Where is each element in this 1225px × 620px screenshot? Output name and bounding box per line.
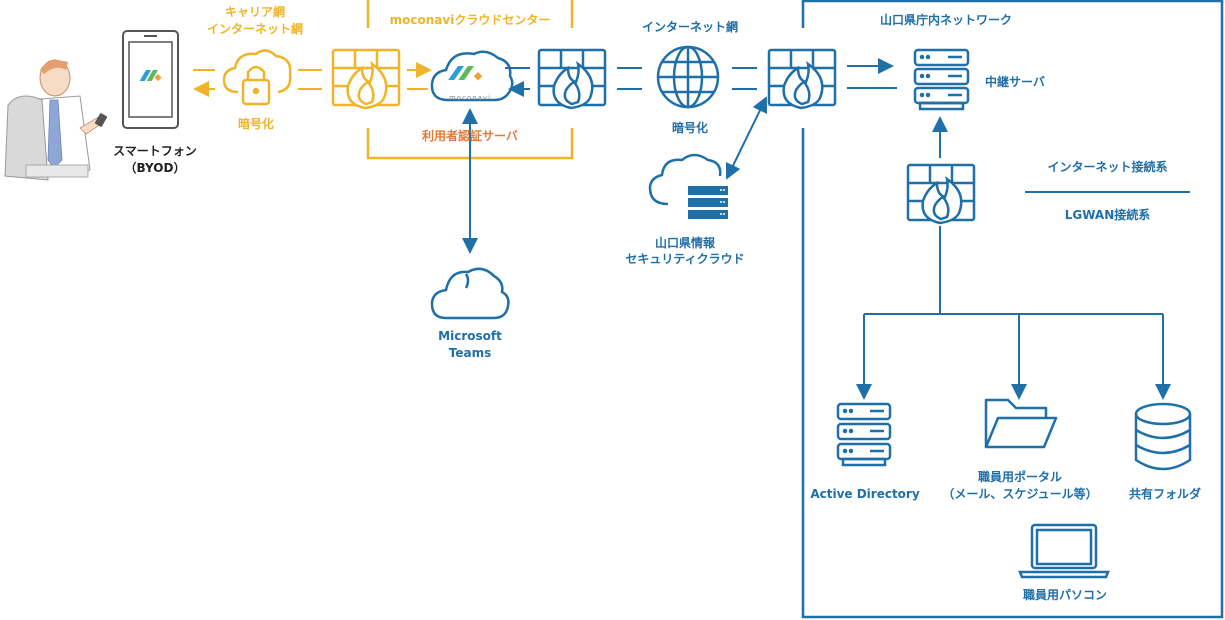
person-illustration: [4, 59, 108, 181]
firewall-icon: [906, 163, 976, 225]
relay-server-label: 中継サーバ: [985, 75, 1045, 89]
staff-pc-label: 職員用パソコン: [1022, 588, 1107, 602]
active-directory-label: Active Directory: [810, 487, 920, 501]
cloud-center-title: moconaviクラウドセンター: [389, 13, 551, 27]
relay-server-icon: [913, 48, 970, 111]
device-sub-label: （BYOD）: [124, 161, 186, 175]
firewall-icon: [767, 48, 837, 110]
security-cloud-label-1: 山口県情報: [654, 236, 715, 250]
database-icon: [1134, 402, 1192, 471]
lgwan-zone-label: LGWAN接続系: [1064, 208, 1151, 222]
prefecture-network-frame: [801, 0, 1224, 619]
carrier-title-1: キャリア網: [224, 5, 285, 19]
internet-zone-label: インターネット接続系: [1047, 160, 1168, 174]
auth-server-label: 利用者認証サーバ: [422, 129, 518, 143]
device-label: スマートフォン: [113, 144, 197, 158]
smartphone-icon: [122, 30, 179, 129]
internet-title: インターネット網: [641, 20, 738, 34]
firewall-icon: [537, 48, 607, 110]
firewall-icon: [331, 48, 401, 110]
folder-icon: [984, 398, 1058, 449]
globe-icon: [656, 45, 720, 109]
prefecture-network-title: 山口県庁内ネットワーク: [880, 13, 1013, 27]
teams-label-1: Microsoft: [438, 329, 502, 343]
security-cloud-label-2: セキュリティクラウド: [625, 252, 745, 266]
carrier-encrypt-label: 暗号化: [237, 117, 274, 131]
carrier-title-2: インターネット網: [206, 22, 303, 36]
teams-label-2: Teams: [448, 346, 492, 360]
shared-folder-label: 共有フォルダ: [1128, 487, 1201, 501]
moconavi-cloud-icon: [430, 50, 514, 102]
portal-label: 職員用ポータル: [977, 470, 1062, 484]
security-cloud-icon: [648, 153, 728, 219]
internet-encrypt-label: 暗号化: [671, 121, 708, 135]
laptop-icon: [1018, 523, 1110, 579]
cloud-lock-icon: [222, 49, 292, 106]
moconavi-logo-text: moconavi: [448, 94, 492, 102]
portal-sub-label: （メール、スケジュール等）: [942, 487, 1098, 501]
teams-cloud-icon: [430, 267, 510, 320]
server-icon: [836, 402, 892, 467]
